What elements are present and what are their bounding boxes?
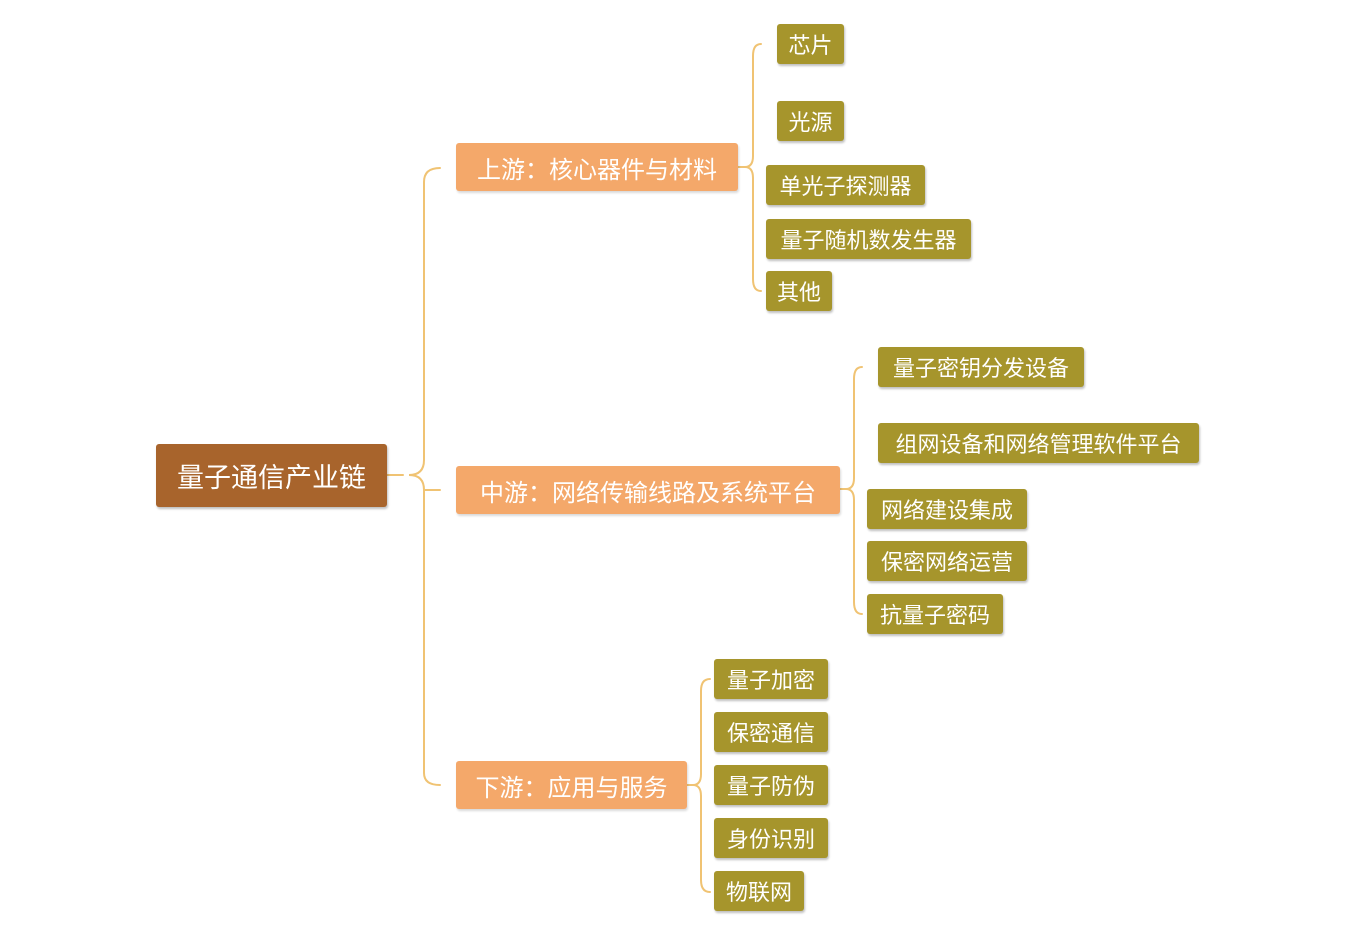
root-node[interactable]: 量子通信产业链 — [156, 444, 387, 507]
root-bracket — [408, 167, 441, 786]
leaf-upstream-other[interactable]: 其他 — [766, 271, 832, 311]
leaf-downstream-anti-counterfeit[interactable]: 量子防伪 — [714, 765, 828, 805]
leaf-midstream-secure-operation[interactable]: 保密网络运营 — [867, 541, 1027, 581]
leaf-midstream-network-platform[interactable]: 组网设备和网络管理软件平台 — [878, 423, 1199, 463]
leaf-upstream-chip[interactable]: 芯片 — [777, 24, 844, 64]
leaf-upstream-rng[interactable]: 量子随机数发生器 — [766, 219, 971, 259]
leaf-downstream-secure-comm[interactable]: 保密通信 — [714, 712, 828, 752]
leaf-midstream-integration[interactable]: 网络建设集成 — [867, 489, 1027, 529]
leaf-upstream-light-source[interactable]: 光源 — [777, 101, 844, 141]
leaf-midstream-post-quantum[interactable]: 抗量子密码 — [867, 594, 1003, 634]
leaf-downstream-identity[interactable]: 身份识别 — [714, 818, 828, 858]
leaf-upstream-photon-detector[interactable]: 单光子探测器 — [766, 165, 925, 205]
upstream-bracket — [744, 43, 762, 292]
midstream-bracket — [845, 366, 863, 615]
branch-downstream[interactable]: 下游：应用与服务 — [456, 761, 687, 809]
leaf-downstream-encryption[interactable]: 量子加密 — [714, 659, 828, 699]
downstream-bracket — [692, 678, 711, 893]
leaf-midstream-qkd-equipment[interactable]: 量子密钥分发设备 — [878, 347, 1084, 387]
branch-midstream[interactable]: 中游：网络传输线路及系统平台 — [456, 466, 840, 514]
leaf-downstream-iot[interactable]: 物联网 — [714, 871, 804, 911]
branch-upstream[interactable]: 上游：核心器件与材料 — [456, 143, 738, 191]
